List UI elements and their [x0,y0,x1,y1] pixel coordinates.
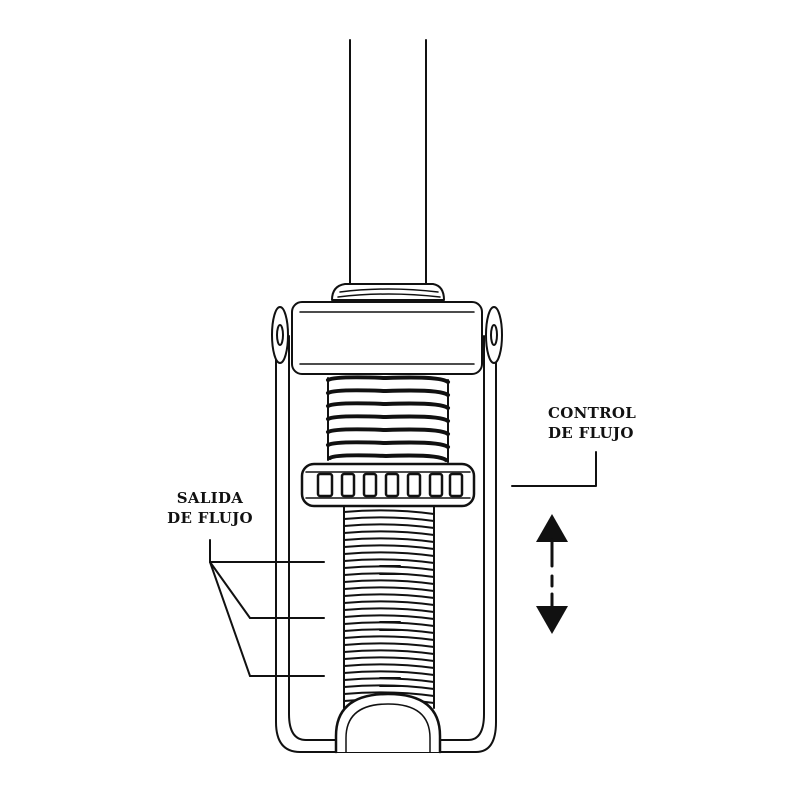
inlet-pipe [349,39,427,287]
thread-line [343,614,435,620]
thread-line [343,530,435,536]
thread-line [343,516,435,522]
salida-leader-lines [209,539,325,677]
spring [326,375,450,463]
thread-line [343,544,435,550]
flow-slots [379,565,401,687]
control-flujo-label: CONTROL DE FLUJO [548,403,636,443]
salida-flujo-line1: SALIDA [176,489,244,507]
thread-line [343,558,435,564]
threaded-tube [343,505,435,709]
control-flujo-line1: CONTROL [548,404,637,422]
thread-line [343,656,435,662]
top-block [291,301,483,375]
thread-line [343,642,435,648]
control-leader-line [511,451,597,487]
thread-line [343,670,435,676]
thread-line [343,649,435,655]
control-nut [300,462,476,508]
pipe-nut [331,283,445,301]
thread-line [343,663,435,669]
thread-line [343,523,435,529]
thread-line [343,551,435,557]
salida-flujo-line2: DE FLUJO [167,509,253,527]
thread-line [343,691,435,697]
thread-line [343,537,435,543]
thread-line [343,600,435,606]
arched-base [334,692,442,754]
up-down-arrow-icon [536,514,568,634]
thread-line [343,607,435,613]
salida-flujo-label: SALIDA DE FLUJO [160,488,260,528]
thread-line [343,586,435,592]
thread-line [343,579,435,585]
thread-line [343,509,435,515]
thread-line [343,593,435,599]
control-flujo-line2: DE FLUJO [548,424,634,442]
thread-line [343,635,435,641]
